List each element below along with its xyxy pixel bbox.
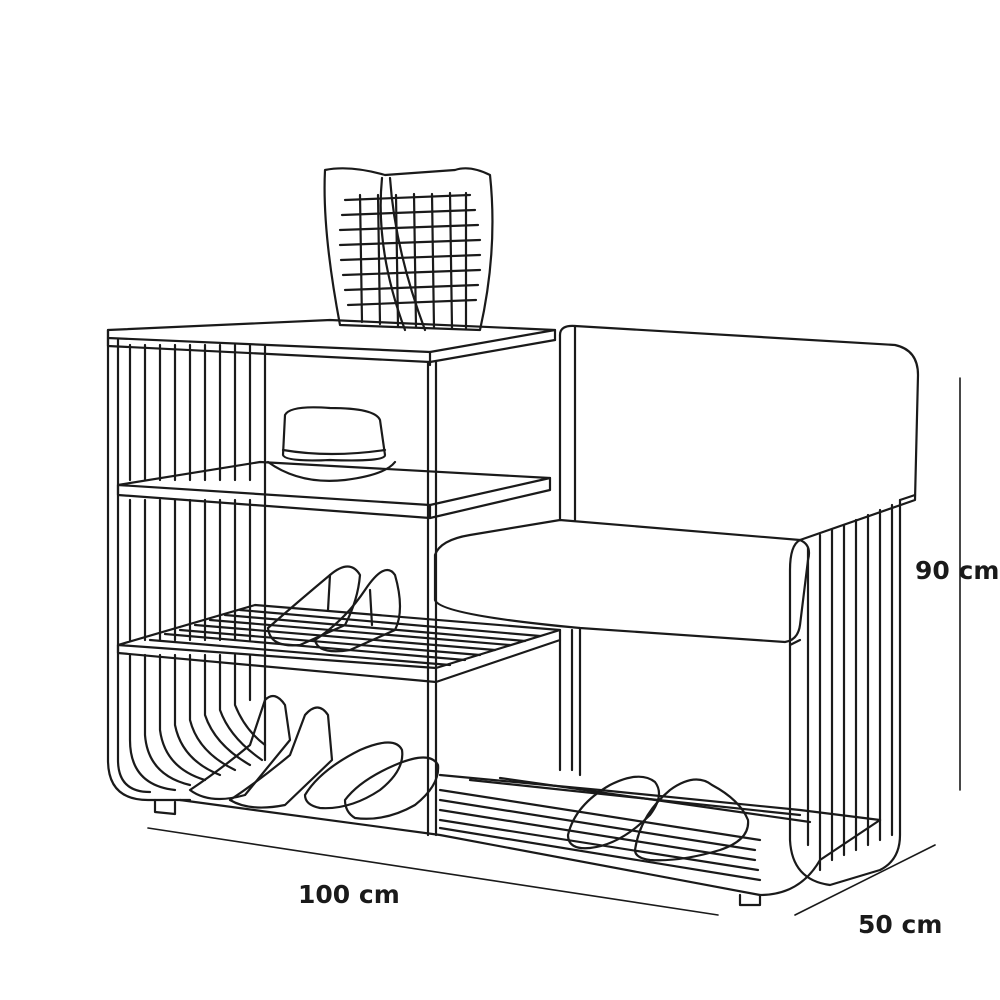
upper-shoe-rack [116,603,574,772]
width-dimension-line [147,827,719,916]
ballet-flats [303,741,440,820]
depth-dimension-line [794,844,936,916]
bench-backrest [558,324,920,542]
hat [266,406,397,482]
middle-shelf [116,460,552,520]
height-label: 90 cm [915,556,1000,585]
dimension-lines [147,377,961,916]
right-side-panel [788,493,917,887]
bench-cushion [433,333,811,777]
slippers [566,775,750,862]
top-shelf [106,318,557,367]
depth-label: 50 cm [858,910,943,939]
width-label: 100 cm [298,880,400,909]
high-heels-upper [266,565,402,653]
high-heels-lower [188,694,334,809]
bottom-shoe-rack [178,773,882,907]
left-side-panel [106,328,267,816]
tote-bag [323,167,494,332]
